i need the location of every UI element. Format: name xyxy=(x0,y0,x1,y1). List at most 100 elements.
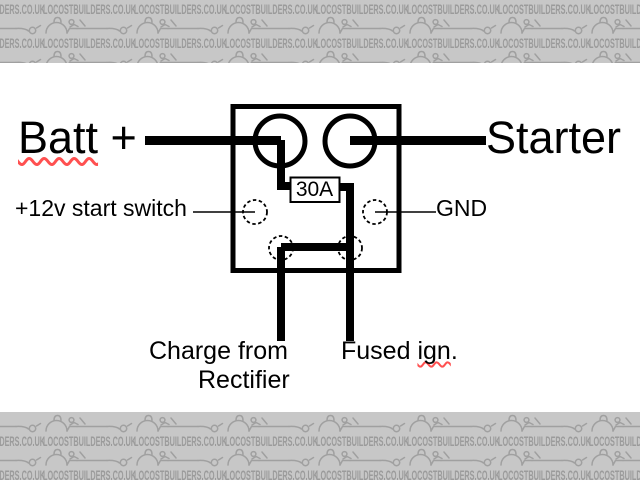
locost-car-icon xyxy=(500,448,588,467)
watermark-text-span: LOCOSTBUILDERS.CO.UK xyxy=(407,35,501,51)
watermark-text-span: LOCOSTBUILDERS.CO.UK xyxy=(225,35,319,51)
watermark-text-span: LOCOSTBUILDERS.CO.UK xyxy=(589,467,640,480)
watermark-text-span: LOCOSTBUILDERS.CO.UK xyxy=(498,433,592,449)
watermark-text: LOCOSTBUILDERS.CO.UK xyxy=(43,433,137,449)
locost-car-icon xyxy=(0,58,42,63)
watermark-row-text: LOCOSTBUILDERS.CO.UKLOCOSTBUILDERS.CO.UK… xyxy=(0,35,640,51)
watermark-text-span: LOCOSTBUILDERS.CO.UK xyxy=(407,467,501,480)
watermark-banner-bottom: LOCOSTBUILDERS.CO.UKLOCOSTBUILDERS.CO.UK… xyxy=(0,412,640,480)
locost-car-icon xyxy=(0,24,42,35)
watermark-row-icon xyxy=(0,412,640,433)
watermark-text-span: LOCOSTBUILDERS.CO.UK xyxy=(316,35,410,51)
locost-car-icon xyxy=(500,16,588,35)
watermark-text: LOCOSTBUILDERS.CO.UK xyxy=(225,467,318,480)
watermark-text: LOCOSTBUILDERS.CO.UK xyxy=(316,467,410,480)
fused-ign-suffix: . xyxy=(450,337,458,365)
locost-car-icon xyxy=(501,50,588,63)
watermark-text-span: LOCOSTBUILDERS.CO.UK xyxy=(498,35,592,51)
watermark-row-icon xyxy=(0,446,640,467)
fused-ign-wire xyxy=(339,183,354,341)
locost-car-icon xyxy=(228,50,315,63)
watermark-text: LOCOSTBUILDERS.CO.UK xyxy=(589,1,640,17)
watermark-text: LOCOSTBUILDERS.CO.UK xyxy=(407,35,501,51)
watermark-text: LOCOSTBUILDERS.CO.UK xyxy=(498,467,591,480)
locost-car-icon xyxy=(45,16,133,35)
locost-car-icon xyxy=(318,414,406,433)
locost-car-icon xyxy=(45,448,133,467)
watermark-text-span: LOCOSTBUILDERS.CO.UK xyxy=(316,467,410,480)
locost-car-icon xyxy=(592,50,640,63)
watermark-text-span: LOCOSTBUILDERS.CO.UK xyxy=(134,433,228,449)
starter-label: Starter xyxy=(486,112,622,163)
fused-ignition-label: Fused ign. xyxy=(341,337,458,366)
watermark-text: LOCOSTBUILDERS.CO.UK xyxy=(407,467,501,480)
watermark-text-span: LOCOSTBUILDERS.CO.UK xyxy=(407,1,501,17)
watermark-text-span: LOCOSTBUILDERS.CO.UK xyxy=(316,1,410,17)
watermark-text: LOCOSTBUILDERS.CO.UK xyxy=(498,1,592,17)
ground-label: GND xyxy=(436,195,488,221)
watermark-row-text: LOCOSTBUILDERS.CO.UKLOCOSTBUILDERS.CO.UK… xyxy=(0,1,640,17)
watermark-text: LOCOSTBUILDERS.CO.UK xyxy=(498,35,592,51)
locost-car-icon xyxy=(136,16,224,35)
watermark-text-span: LOCOSTBUILDERS.CO.UK xyxy=(43,35,137,51)
locost-car-icon xyxy=(591,448,640,466)
fused-ign-prefix: Fused xyxy=(341,337,418,365)
starter-terminal-circle xyxy=(322,113,378,169)
watermark-text-span: LOCOSTBUILDERS.CO.UK xyxy=(316,433,410,449)
watermark-text: LOCOSTBUILDERS.CO.UK xyxy=(0,1,46,17)
fuse-feed-wire xyxy=(277,140,291,190)
locost-car-icon xyxy=(0,422,42,433)
watermark-text: LOCOSTBUILDERS.CO.UK xyxy=(407,1,501,17)
locost-car-icon xyxy=(227,16,315,35)
watermark-text: LOCOSTBUILDERS.CO.UK xyxy=(225,1,318,16)
start-switch-label: +12v start switch xyxy=(15,195,187,221)
battery-label: Batt + xyxy=(18,113,137,163)
watermark-text-span: LOCOSTBUILDERS.CO.UK xyxy=(589,1,640,17)
locost-car-icon xyxy=(0,456,42,467)
locost-car-icon xyxy=(409,414,497,433)
battery-suffix: + xyxy=(98,112,137,163)
watermark-text: LOCOSTBUILDERS.CO.UK xyxy=(316,35,410,51)
watermark-text-span: LOCOSTBUILDERS.CO.UK xyxy=(498,1,592,17)
watermark-text: LOCOSTBUILDERS.CO.UK xyxy=(43,1,136,16)
locost-car-icon xyxy=(45,414,133,433)
watermark-text-span: LOCOSTBUILDERS.CO.UK xyxy=(407,433,501,449)
watermark-text-span: LOCOSTBUILDERS.CO.UK xyxy=(43,467,137,480)
locost-car-icon xyxy=(227,414,315,433)
watermark-text: LOCOSTBUILDERS.CO.UK xyxy=(134,467,227,480)
watermark-text-span: LOCOSTBUILDERS.CO.UK xyxy=(0,35,46,51)
locost-car-icon xyxy=(409,16,497,35)
watermark-text-span: LOCOSTBUILDERS.CO.UK xyxy=(43,433,137,449)
watermark-text: LOCOSTBUILDERS.CO.UK xyxy=(316,1,410,17)
watermark-row-text: LOCOSTBUILDERS.CO.UKLOCOSTBUILDERS.CO.UK… xyxy=(0,433,640,449)
batt-terminal-circle xyxy=(252,113,308,169)
locost-car-icon xyxy=(319,50,406,63)
start-switch-terminal-circle xyxy=(242,199,268,225)
locost-car-icon xyxy=(318,16,406,35)
watermark-text-span: LOCOSTBUILDERS.CO.UK xyxy=(0,433,46,449)
watermark-text: LOCOSTBUILDERS.CO.UK xyxy=(0,35,46,51)
watermark-text: LOCOSTBUILDERS.CO.UK xyxy=(134,1,228,17)
locost-car-icon xyxy=(136,414,224,433)
watermark-text: LOCOSTBUILDERS.CO.UK xyxy=(134,35,228,51)
watermark-row-text: LOCOSTBUILDERS.CO.UKLOCOSTBUILDERS.CO.UK… xyxy=(0,467,640,480)
watermark-text-span: LOCOSTBUILDERS.CO.UK xyxy=(225,433,319,449)
locost-car-icon xyxy=(500,414,588,433)
watermark-text: LOCOSTBUILDERS.CO.UK xyxy=(0,433,46,449)
watermark-text-span: LOCOSTBUILDERS.CO.UK xyxy=(0,1,46,17)
charge-label-line2: Rectifier xyxy=(198,366,290,394)
locost-car-icon xyxy=(318,448,406,467)
battery-word: Batt xyxy=(18,112,99,163)
solenoid-box xyxy=(230,104,402,273)
watermark-text-span: LOCOSTBUILDERS.CO.UK xyxy=(134,1,228,17)
watermark-text: LOCOSTBUILDERS.CO.UK xyxy=(589,433,640,449)
watermark-text: LOCOSTBUILDERS.CO.UK xyxy=(225,35,319,51)
watermark-text-span: LOCOSTBUILDERS.CO.UK xyxy=(134,35,228,51)
watermark-text-span: LOCOSTBUILDERS.CO.UK xyxy=(589,433,640,449)
fused-ign-word: ign xyxy=(417,337,451,365)
locost-car-icon xyxy=(136,448,224,467)
locost-car-icon xyxy=(410,50,497,63)
watermark-text: LOCOSTBUILDERS.CO.UK xyxy=(407,433,501,449)
watermark-row-icon xyxy=(0,48,640,63)
